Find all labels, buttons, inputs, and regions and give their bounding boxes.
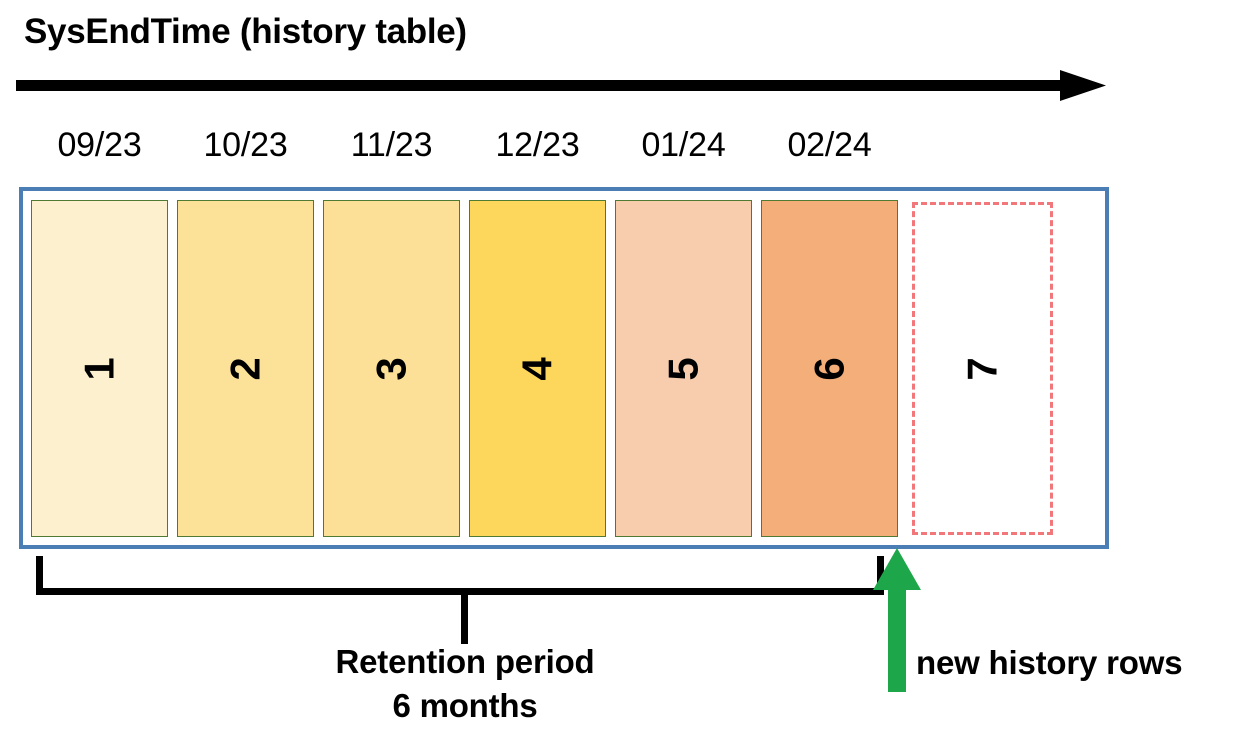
partition-label-6: 6 bbox=[805, 356, 853, 381]
retention-caption-line-2: 6 months bbox=[392, 687, 538, 724]
new-history-rows-arrow-svg bbox=[873, 548, 921, 692]
partition-box-6[interactable]: 6 bbox=[761, 200, 898, 537]
month-label-2: 10/23 bbox=[203, 126, 288, 164]
partition-box-5[interactable]: 5 bbox=[615, 200, 752, 537]
partition-box-7-future[interactable]: 7 bbox=[912, 202, 1053, 535]
month-label-3: 11/23 bbox=[350, 126, 433, 164]
new-history-rows-label: new history rows bbox=[916, 644, 1183, 681]
month-label-1: 09/23 bbox=[57, 126, 142, 164]
time-axis-arrow bbox=[16, 68, 1106, 104]
partition-box-3[interactable]: 3 bbox=[323, 200, 460, 537]
partition-label-1: 1 bbox=[75, 356, 123, 381]
partition-label-7: 7 bbox=[958, 356, 1006, 381]
partition-label-2: 2 bbox=[221, 356, 269, 381]
new-history-rows-arrow bbox=[868, 548, 928, 692]
partition-box-1[interactable]: 1 bbox=[31, 200, 168, 537]
month-label-6: 02/24 bbox=[787, 126, 872, 164]
month-label-5: 01/24 bbox=[641, 126, 726, 164]
retention-caption-line-1: Retention period bbox=[335, 643, 595, 680]
month-label-4: 12/23 bbox=[495, 126, 580, 164]
page-title: SysEndTime (history table) bbox=[24, 12, 467, 51]
partition-box-2[interactable]: 2 bbox=[177, 200, 314, 537]
retention-period-caption: Retention period 6 months bbox=[245, 640, 685, 728]
partition-label-3: 3 bbox=[367, 356, 415, 381]
retention-bracket-svg bbox=[36, 556, 884, 644]
partition-label-5: 5 bbox=[659, 356, 707, 381]
partition-box-4[interactable]: 4 bbox=[469, 200, 606, 537]
partition-label-4: 4 bbox=[513, 356, 561, 381]
retention-period-bracket bbox=[36, 552, 884, 648]
time-axis-arrow-svg bbox=[16, 70, 1106, 101]
